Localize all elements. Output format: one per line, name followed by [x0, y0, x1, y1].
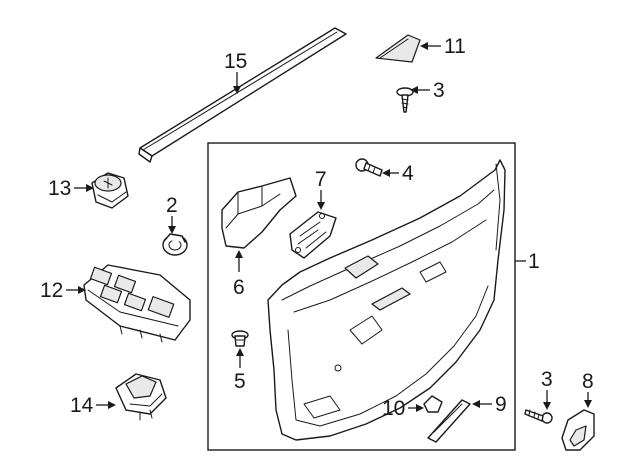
callout-3-lower: 3	[541, 368, 553, 391]
part-13-mirror-switch	[91, 172, 129, 209]
part-3-screw-upper	[396, 87, 414, 113]
part-14-switch	[115, 373, 167, 421]
callout-7: 7	[315, 168, 327, 191]
callout-1: 1	[528, 250, 540, 273]
callout-12: 12	[40, 279, 63, 302]
callout-2: 2	[166, 194, 178, 217]
part-10-lamp	[423, 395, 443, 413]
part-15-weatherstrip	[138, 27, 347, 163]
part-12-window-switch	[83, 264, 191, 343]
callout-11: 11	[444, 35, 466, 58]
callout-10: 10	[382, 397, 405, 420]
callout-15: 15	[224, 50, 247, 73]
part-11-cover	[375, 34, 421, 63]
part-7-handle-bracket	[289, 211, 337, 259]
part-9-trim-strip	[427, 399, 471, 443]
callout-6: 6	[233, 276, 245, 299]
callout-13: 13	[48, 177, 71, 200]
part-8-cover-cap	[561, 409, 595, 451]
part-5-push-clip	[231, 330, 249, 347]
part-6-bracket	[221, 177, 297, 249]
assembly-frame	[207, 142, 516, 451]
part-1-door-trim-panel	[267, 159, 506, 441]
callout-4: 4	[402, 162, 414, 185]
callout-9: 9	[495, 393, 507, 416]
part-2-grommet	[162, 233, 188, 256]
leader-lines	[66, 42, 592, 412]
callout-8: 8	[582, 370, 594, 393]
callout-3-upper: 3	[433, 79, 445, 102]
callout-14: 14	[70, 394, 94, 417]
part-4-clip	[355, 158, 383, 177]
callout-5: 5	[234, 370, 246, 393]
part-3-screw-lower	[524, 409, 553, 424]
